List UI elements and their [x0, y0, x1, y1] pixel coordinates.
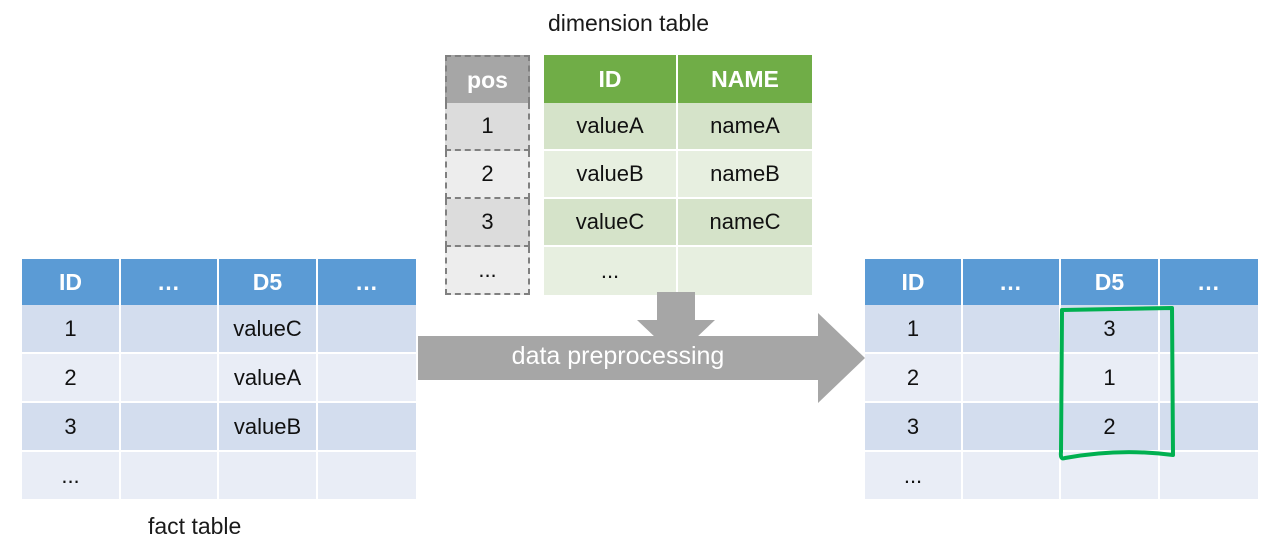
- result-cell-blank: [1160, 403, 1258, 452]
- fact-cell-id: 3: [22, 403, 121, 452]
- data-preprocessing-label: data preprocessing: [511, 342, 725, 370]
- dim-cell-id: valueA: [544, 103, 678, 151]
- result-cell-blank: [963, 354, 1061, 403]
- dim-pos-value: 1: [445, 103, 530, 151]
- dim-cell-id: valueB: [544, 151, 678, 199]
- fact-cell-blank: [121, 452, 219, 499]
- fact-cell-blank: [318, 403, 416, 452]
- result-table-row: 3 2: [865, 403, 1258, 452]
- result-header-d5: D5: [1061, 259, 1160, 305]
- fact-header-ellipsis-2: …: [318, 259, 416, 305]
- fact-table-row: 2 valueA: [22, 354, 416, 403]
- dimension-table-row: 2 valueB nameB: [445, 151, 812, 199]
- dim-cell-id: ...: [544, 247, 678, 295]
- result-header-id: ID: [865, 259, 963, 305]
- dimension-table-header-row: pos ID NAME: [445, 55, 812, 103]
- dim-cell-name: [678, 247, 812, 295]
- fact-table-row: 1 valueC: [22, 305, 416, 354]
- dim-pos-header: pos: [445, 55, 530, 103]
- dim-gap-cell: [530, 247, 544, 295]
- result-cell-id: 1: [865, 305, 963, 354]
- result-table-row: ...: [865, 452, 1258, 499]
- fact-table-row: 3 valueB: [22, 403, 416, 452]
- result-table-row: 2 1: [865, 354, 1258, 403]
- fact-cell-id: 1: [22, 305, 121, 354]
- dim-cell-name: nameA: [678, 103, 812, 151]
- result-header-ellipsis-2: …: [1160, 259, 1258, 305]
- dim-pos-value: 3: [445, 199, 530, 247]
- fact-header-ellipsis-1: …: [121, 259, 219, 305]
- fact-cell-d5: [219, 452, 318, 499]
- dim-gap-cell: [530, 103, 544, 151]
- dim-gap-cell: [530, 55, 544, 103]
- dim-header-name: NAME: [678, 55, 812, 103]
- dimension-table-row: ... ...: [445, 247, 812, 295]
- result-cell-d5: [1061, 452, 1160, 499]
- fact-cell-blank: [121, 305, 219, 354]
- dimension-table-title: dimension table: [547, 10, 710, 36]
- dim-pos-value: ...: [445, 247, 530, 295]
- dim-cell-name: nameC: [678, 199, 812, 247]
- dimension-table-row: 3 valueC nameC: [445, 199, 812, 247]
- result-cell-blank: [1160, 452, 1258, 499]
- dim-pos-value: 2: [445, 151, 530, 199]
- result-cell-blank: [1160, 354, 1258, 403]
- fact-cell-id: ...: [22, 452, 121, 499]
- fact-cell-blank: [318, 305, 416, 354]
- dim-cell-id: valueC: [544, 199, 678, 247]
- result-cell-d5: 1: [1061, 354, 1160, 403]
- result-table-row: 1 3: [865, 305, 1258, 354]
- fact-header-id: ID: [22, 259, 121, 305]
- fact-cell-blank: [121, 354, 219, 403]
- result-cell-blank: [963, 305, 1061, 354]
- result-cell-blank: [963, 452, 1061, 499]
- result-cell-id: 3: [865, 403, 963, 452]
- fact-cell-blank: [121, 403, 219, 452]
- fact-cell-blank: [318, 354, 416, 403]
- dim-cell-name: nameB: [678, 151, 812, 199]
- result-table-header-row: ID … D5 …: [865, 259, 1258, 305]
- result-cell-id: 2: [865, 354, 963, 403]
- dim-gap-cell: [530, 151, 544, 199]
- fact-cell-d5: valueB: [219, 403, 318, 452]
- result-cell-blank: [963, 403, 1061, 452]
- fact-cell-id: 2: [22, 354, 121, 403]
- fact-cell-d5: valueA: [219, 354, 318, 403]
- fact-table-header-row: ID … D5 …: [22, 259, 416, 305]
- result-cell-d5: 2: [1061, 403, 1160, 452]
- dim-gap-cell: [530, 199, 544, 247]
- result-table: ID … D5 … 1 3 2 1 3 2: [865, 259, 1258, 499]
- dimension-table-row: 1 valueA nameA: [445, 103, 812, 151]
- result-cell-d5: 3: [1061, 305, 1160, 354]
- result-header-ellipsis-1: …: [963, 259, 1061, 305]
- fact-cell-blank: [318, 452, 416, 499]
- fact-cell-d5: valueC: [219, 305, 318, 354]
- fact-table-caption: fact table: [148, 513, 242, 539]
- fact-table-row: ...: [22, 452, 416, 499]
- fact-header-d5: D5: [219, 259, 318, 305]
- result-cell-blank: [1160, 305, 1258, 354]
- dim-header-id: ID: [544, 55, 678, 103]
- result-cell-id: ...: [865, 452, 963, 499]
- fact-table: ID … D5 … 1 valueC 2 valueA 3 valueB: [22, 259, 416, 499]
- dimension-table: pos ID NAME 1 valueA nameA 2 valueB name…: [445, 55, 812, 295]
